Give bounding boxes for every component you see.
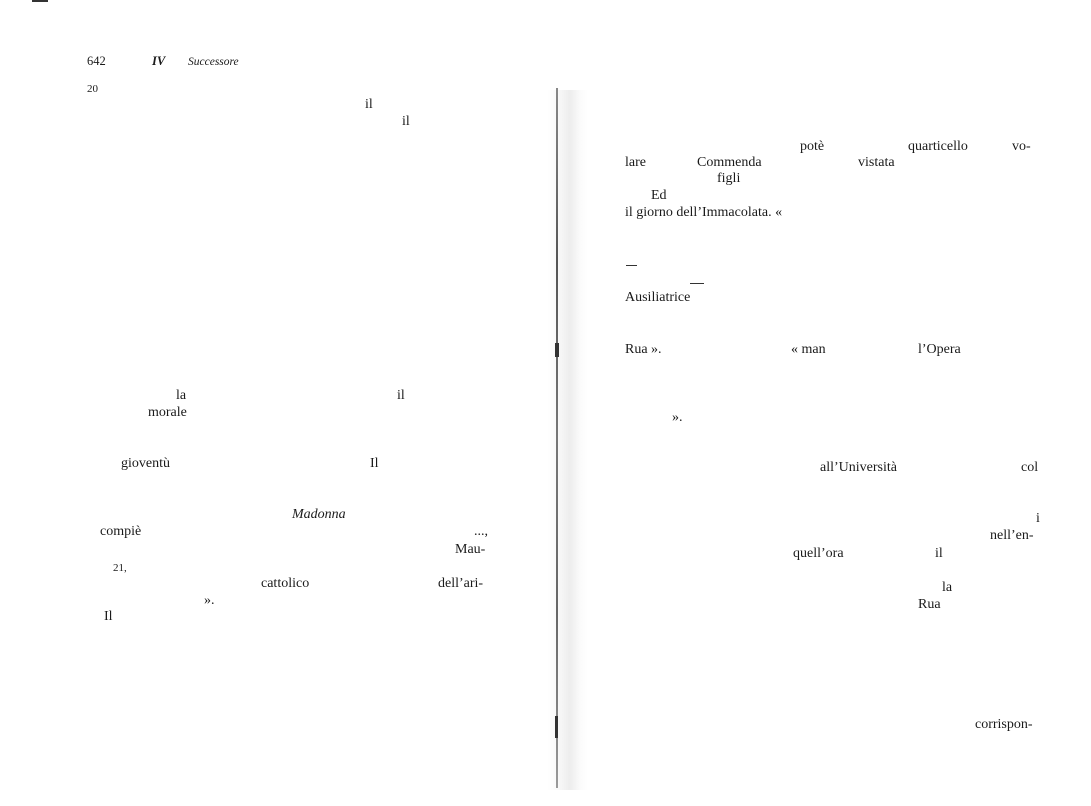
word-alluniversita: all’Università — [820, 460, 897, 475]
page-number: 642 — [87, 54, 106, 68]
word-il: il — [397, 388, 405, 403]
word-vo: vo- — [1012, 139, 1031, 154]
closing-quote: ». — [672, 410, 683, 425]
dash-mark — [690, 283, 704, 284]
word-il: il — [935, 546, 943, 561]
word-rua: Rua ». — [625, 342, 662, 357]
word-la: la — [942, 580, 953, 595]
word-il-cap: Il — [370, 456, 379, 471]
word-lare: lare — [625, 155, 646, 170]
word-dellari: dell’ari- — [438, 576, 484, 591]
word-il: il — [402, 114, 410, 129]
word-gioventu: gioventù — [121, 456, 170, 471]
scan-corner-mark — [32, 0, 48, 2]
word-col: col — [1021, 460, 1039, 475]
word-commenda: Commenda — [697, 155, 762, 170]
section-number-21: 21, — [113, 562, 127, 574]
word-corrispon: corrispon- — [975, 717, 1033, 732]
word-compie: compiè — [100, 524, 142, 539]
dash-mark — [626, 265, 637, 266]
closing-quote: ». — [204, 593, 215, 608]
binding-line — [556, 88, 558, 788]
line-giorno-immacolata: il giorno dell’Immacolata. « — [625, 205, 783, 220]
word-lopera: l’Opera — [918, 342, 961, 357]
word-ausiliatrice: Ausiliatrice — [625, 290, 691, 305]
word-la: la — [176, 388, 187, 403]
word-vistata: vistata — [858, 155, 895, 170]
word-il-cap: Il — [104, 609, 113, 624]
word-pote: potè — [800, 139, 825, 154]
word-i: i — [1036, 511, 1040, 526]
word-mau: Mau- — [455, 542, 486, 557]
binding-mark — [555, 716, 558, 738]
ellipsis: ..., — [474, 524, 488, 539]
word-rua: Rua — [918, 597, 941, 612]
word-man: « man — [791, 342, 826, 357]
book-gutter — [548, 90, 588, 790]
word-quellora: quell’ora — [793, 546, 844, 561]
word-ed: Ed — [651, 188, 667, 203]
word-quarticello: quarticello — [908, 139, 968, 154]
word-figli: figli — [717, 171, 741, 186]
section-number-20: 20 — [87, 83, 98, 95]
running-title: Successore — [188, 56, 239, 68]
word-nellen: nell’en- — [990, 528, 1034, 543]
part-number: IV — [152, 54, 166, 68]
binding-mark — [555, 343, 559, 357]
word-morale: morale — [148, 405, 187, 420]
word-madonna: Madonna — [292, 507, 346, 522]
word-il: il — [365, 97, 373, 112]
word-cattolico: cattolico — [261, 576, 310, 591]
